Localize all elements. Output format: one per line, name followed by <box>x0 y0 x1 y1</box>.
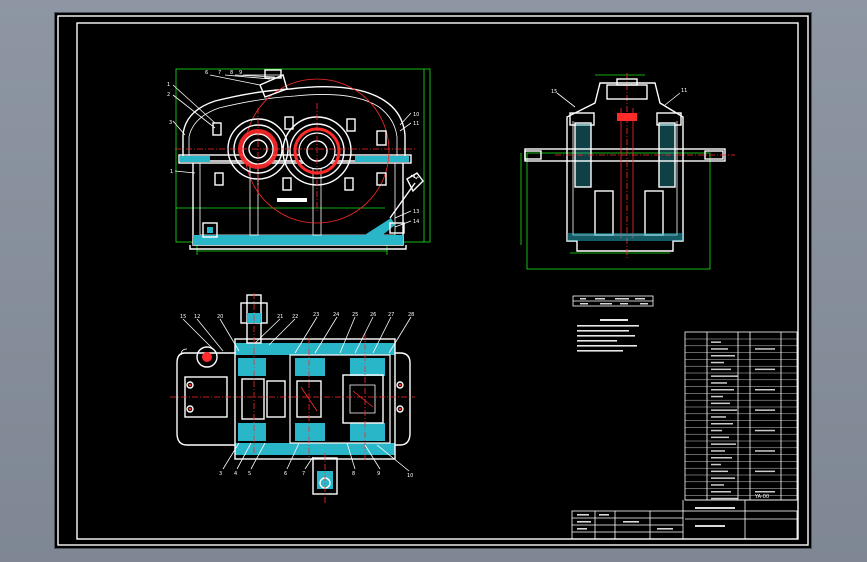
parts-list-entry <box>711 361 724 364</box>
title-block-label: YA-00 <box>754 494 769 500</box>
svg-text:7: 7 <box>218 70 221 76</box>
parts-list-entry <box>711 429 722 432</box>
svg-text:1: 1 <box>170 169 173 175</box>
svg-text:22: 22 <box>292 314 298 320</box>
parts-list-entry <box>755 491 775 493</box>
svg-text:11: 11 <box>413 121 419 127</box>
svg-text:3: 3 <box>219 471 222 477</box>
svg-text:13: 13 <box>413 209 419 215</box>
parts-list-entry <box>711 355 735 357</box>
inner-frame <box>76 22 799 540</box>
svg-text:28: 28 <box>408 312 414 318</box>
svg-text:6: 6 <box>284 471 287 477</box>
parts-list-entry <box>711 348 728 350</box>
svg-text:8: 8 <box>230 70 233 76</box>
parts-list-entry <box>711 497 738 500</box>
parts-list-entry <box>711 470 728 473</box>
technical-notes <box>572 295 654 352</box>
parts-list-entry <box>711 450 725 452</box>
svg-text:21: 21 <box>277 314 283 320</box>
parts-list-entry <box>711 402 730 405</box>
parts-list-entry <box>755 409 775 411</box>
svg-text:8: 8 <box>352 471 355 477</box>
svg-text:12: 12 <box>194 314 200 320</box>
parts-list-entry <box>711 484 724 486</box>
parts-list-entry <box>755 389 775 391</box>
svg-text:24: 24 <box>333 312 339 318</box>
parts-list-entry <box>711 382 727 384</box>
parts-list-entry <box>711 375 738 377</box>
svg-text:23: 23 <box>313 312 319 318</box>
parts-list-entry <box>711 395 723 398</box>
svg-text:14: 14 <box>413 219 419 225</box>
parts-list-entry <box>711 436 729 439</box>
parts-list-entry <box>755 368 775 371</box>
parts-list-entry <box>711 389 734 391</box>
parts-list-entry <box>755 470 775 473</box>
svg-text:27: 27 <box>388 312 394 318</box>
svg-text:5: 5 <box>248 471 251 477</box>
svg-text:26: 26 <box>370 312 376 318</box>
parts-list-entry <box>711 341 721 343</box>
parts-list-entry <box>711 477 735 479</box>
svg-text:9: 9 <box>377 471 380 477</box>
svg-text:6: 6 <box>205 70 208 76</box>
svg-text:3: 3 <box>169 120 172 126</box>
parts-list-entry <box>711 443 736 445</box>
svg-text:11: 11 <box>681 88 687 94</box>
svg-text:10: 10 <box>407 473 413 479</box>
top-section-view: 15 12 20 21 22 23 24 25 26 27 28 3 4 5 6 7 8 9 10 <box>170 293 415 503</box>
svg-text:4: 4 <box>234 471 237 477</box>
svg-text:2: 2 <box>167 92 170 98</box>
svg-text:12: 12 <box>413 174 419 180</box>
parts-list-entry <box>711 457 732 459</box>
parts-list-entry <box>755 450 775 452</box>
svg-text:15: 15 <box>180 314 186 320</box>
parts-list-entry <box>711 463 721 466</box>
title-block: YA-00 <box>571 494 798 540</box>
parts-list-entry <box>755 348 775 350</box>
outer-border <box>57 15 809 546</box>
svg-text:20: 20 <box>217 314 223 320</box>
svg-text:15: 15 <box>551 89 557 95</box>
parts-list-entry <box>711 409 737 411</box>
parts-list-entry <box>711 423 733 425</box>
parts-list-entry <box>755 429 775 432</box>
parts-list-entry <box>711 491 731 493</box>
svg-text:10: 10 <box>413 112 419 118</box>
svg-text:7: 7 <box>302 471 305 477</box>
side-view: 15 11 <box>520 73 735 270</box>
parts-list-entry <box>711 368 731 371</box>
side-view-dimension-box <box>526 152 711 270</box>
svg-text:1: 1 <box>167 82 170 88</box>
svg-text:25: 25 <box>352 312 358 318</box>
svg-text:9: 9 <box>239 70 242 76</box>
parts-list-entry <box>711 416 726 418</box>
